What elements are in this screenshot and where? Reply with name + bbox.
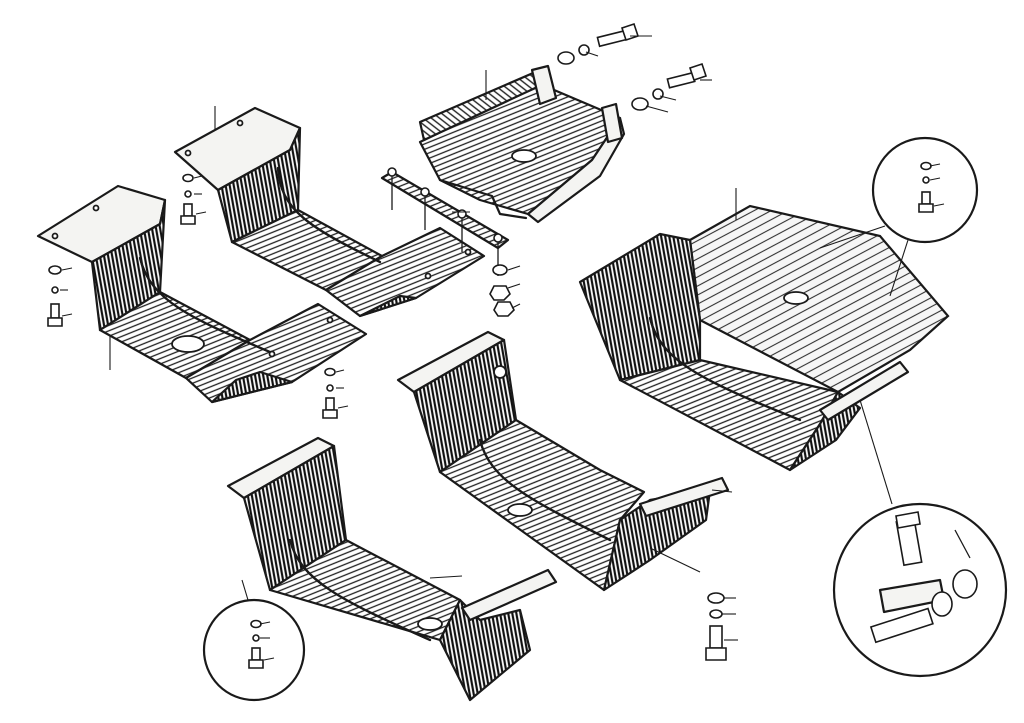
detail-hinge-bottom-right (832, 399, 1008, 678)
detail-fasteners-top-right (819, 136, 979, 297)
floor-panel-rear-left (36, 184, 368, 404)
floor-panel-front-left (226, 436, 558, 702)
floor-panel-front-large (578, 204, 950, 472)
floor-panel-rear-right (173, 106, 486, 318)
seat-support-bracket (418, 64, 626, 224)
bracket-fasteners (557, 22, 708, 111)
fasteners-left (47, 173, 338, 419)
stud-plate (380, 167, 515, 317)
fasteners-lower-centre (705, 592, 727, 661)
leader-lines (60, 35, 945, 661)
detail-fasteners-bottom-left (202, 579, 306, 702)
floor-panel-front-centre (396, 330, 730, 592)
